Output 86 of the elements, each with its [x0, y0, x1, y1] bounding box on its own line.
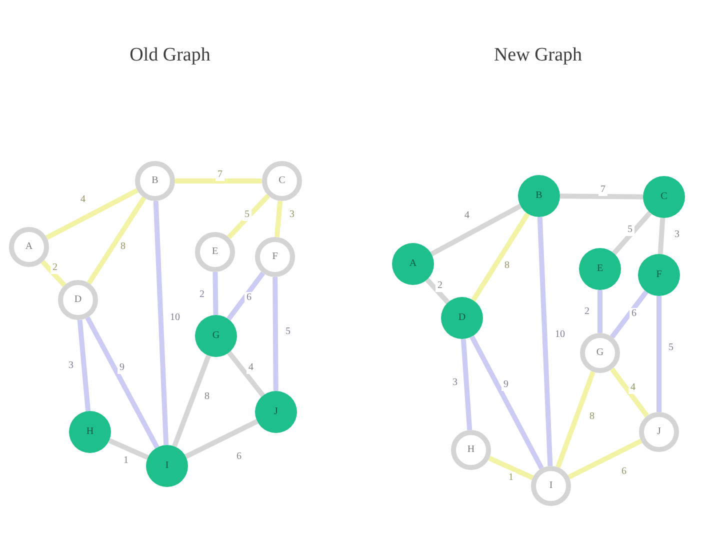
node-label: B — [152, 176, 158, 186]
node-label: A — [25, 242, 33, 252]
edge-line — [86, 196, 146, 285]
highlighted-node-circle — [146, 445, 188, 487]
edge-line — [656, 296, 662, 412]
edge-weight: 4 — [246, 362, 256, 374]
node-circle — [451, 430, 491, 470]
edge-line — [77, 320, 91, 412]
highlighted-node-circle — [518, 175, 560, 217]
edge-line — [175, 178, 262, 184]
graph-title: Old Graph — [130, 46, 210, 66]
edge-line — [560, 194, 644, 200]
node-label: B — [536, 191, 542, 201]
edge-line — [212, 272, 218, 316]
node-circle — [135, 161, 175, 201]
edge-line — [227, 350, 265, 398]
node-circle — [639, 412, 679, 452]
node-label: E — [596, 264, 604, 274]
highlighted-node-circle — [392, 243, 434, 285]
node-label: D — [458, 313, 466, 323]
highlighted-node-circle — [643, 176, 685, 218]
edge-line — [153, 200, 169, 446]
node-label: I — [549, 481, 553, 491]
edge-line — [610, 290, 648, 339]
edge-line — [460, 338, 472, 430]
edge-line — [85, 316, 160, 449]
edge-line — [272, 276, 278, 392]
node-label: A — [409, 259, 417, 269]
edge-line — [40, 260, 66, 288]
edge-line — [471, 212, 530, 302]
node-label: G — [212, 331, 220, 341]
edge-line — [470, 335, 544, 470]
node-label: J — [657, 427, 661, 437]
node-circle — [262, 161, 302, 201]
highlighted-node-circle — [69, 411, 111, 453]
edge-weight: 9 — [502, 379, 510, 391]
edge-weight: 7 — [216, 169, 224, 181]
node-circle — [195, 232, 235, 272]
highlighted-node-circle — [195, 315, 237, 357]
edge-line — [46, 188, 138, 240]
node-label: C — [278, 176, 286, 186]
highlighted-node-circle — [441, 297, 483, 339]
node-label: E — [212, 247, 218, 257]
edge-weight: 5 — [242, 209, 252, 221]
edge-weight: 4 — [628, 382, 638, 394]
edge-weight: 6 — [244, 292, 254, 304]
node-label: F — [656, 270, 662, 280]
node-label: G — [596, 348, 604, 358]
node-label: H — [86, 427, 94, 437]
edge-weight: 5 — [626, 224, 634, 236]
edge-line — [537, 216, 553, 466]
edge-line — [568, 438, 642, 480]
edge-line — [226, 194, 270, 240]
node-label: C — [660, 192, 668, 202]
edge-line — [430, 204, 522, 256]
node-circle — [531, 466, 571, 506]
highlighted-node-circle — [579, 248, 621, 290]
node-label: F — [272, 252, 278, 262]
highlighted-node-circle — [638, 254, 680, 296]
edge-line — [598, 290, 602, 333]
edge-line — [226, 272, 266, 321]
node-label: D — [74, 295, 82, 305]
node-circle — [255, 237, 295, 277]
edge-weight: 7 — [598, 184, 608, 196]
edge-line — [274, 200, 283, 238]
edge-weight: 2 — [50, 262, 60, 274]
graph-title: New Graph — [494, 46, 582, 66]
node-circle — [9, 227, 49, 267]
node-label: I — [165, 461, 169, 471]
edge-weight: 9 — [118, 362, 126, 374]
node-circle — [580, 333, 620, 373]
edge-line — [488, 456, 534, 480]
node-label: H — [467, 445, 475, 455]
node-circle — [58, 280, 98, 320]
edge-weight: 2 — [436, 280, 444, 292]
edge-line — [184, 419, 258, 459]
node-label: J — [274, 407, 278, 417]
edge-line — [658, 218, 666, 254]
edge-line — [556, 370, 596, 468]
edge-line — [612, 211, 652, 255]
edge-line — [108, 438, 149, 460]
edge-line — [610, 368, 650, 418]
edge-line — [172, 354, 211, 448]
highlighted-node-circle — [255, 391, 297, 433]
edge-line — [425, 278, 450, 304]
edge-weight: 6 — [630, 308, 638, 320]
